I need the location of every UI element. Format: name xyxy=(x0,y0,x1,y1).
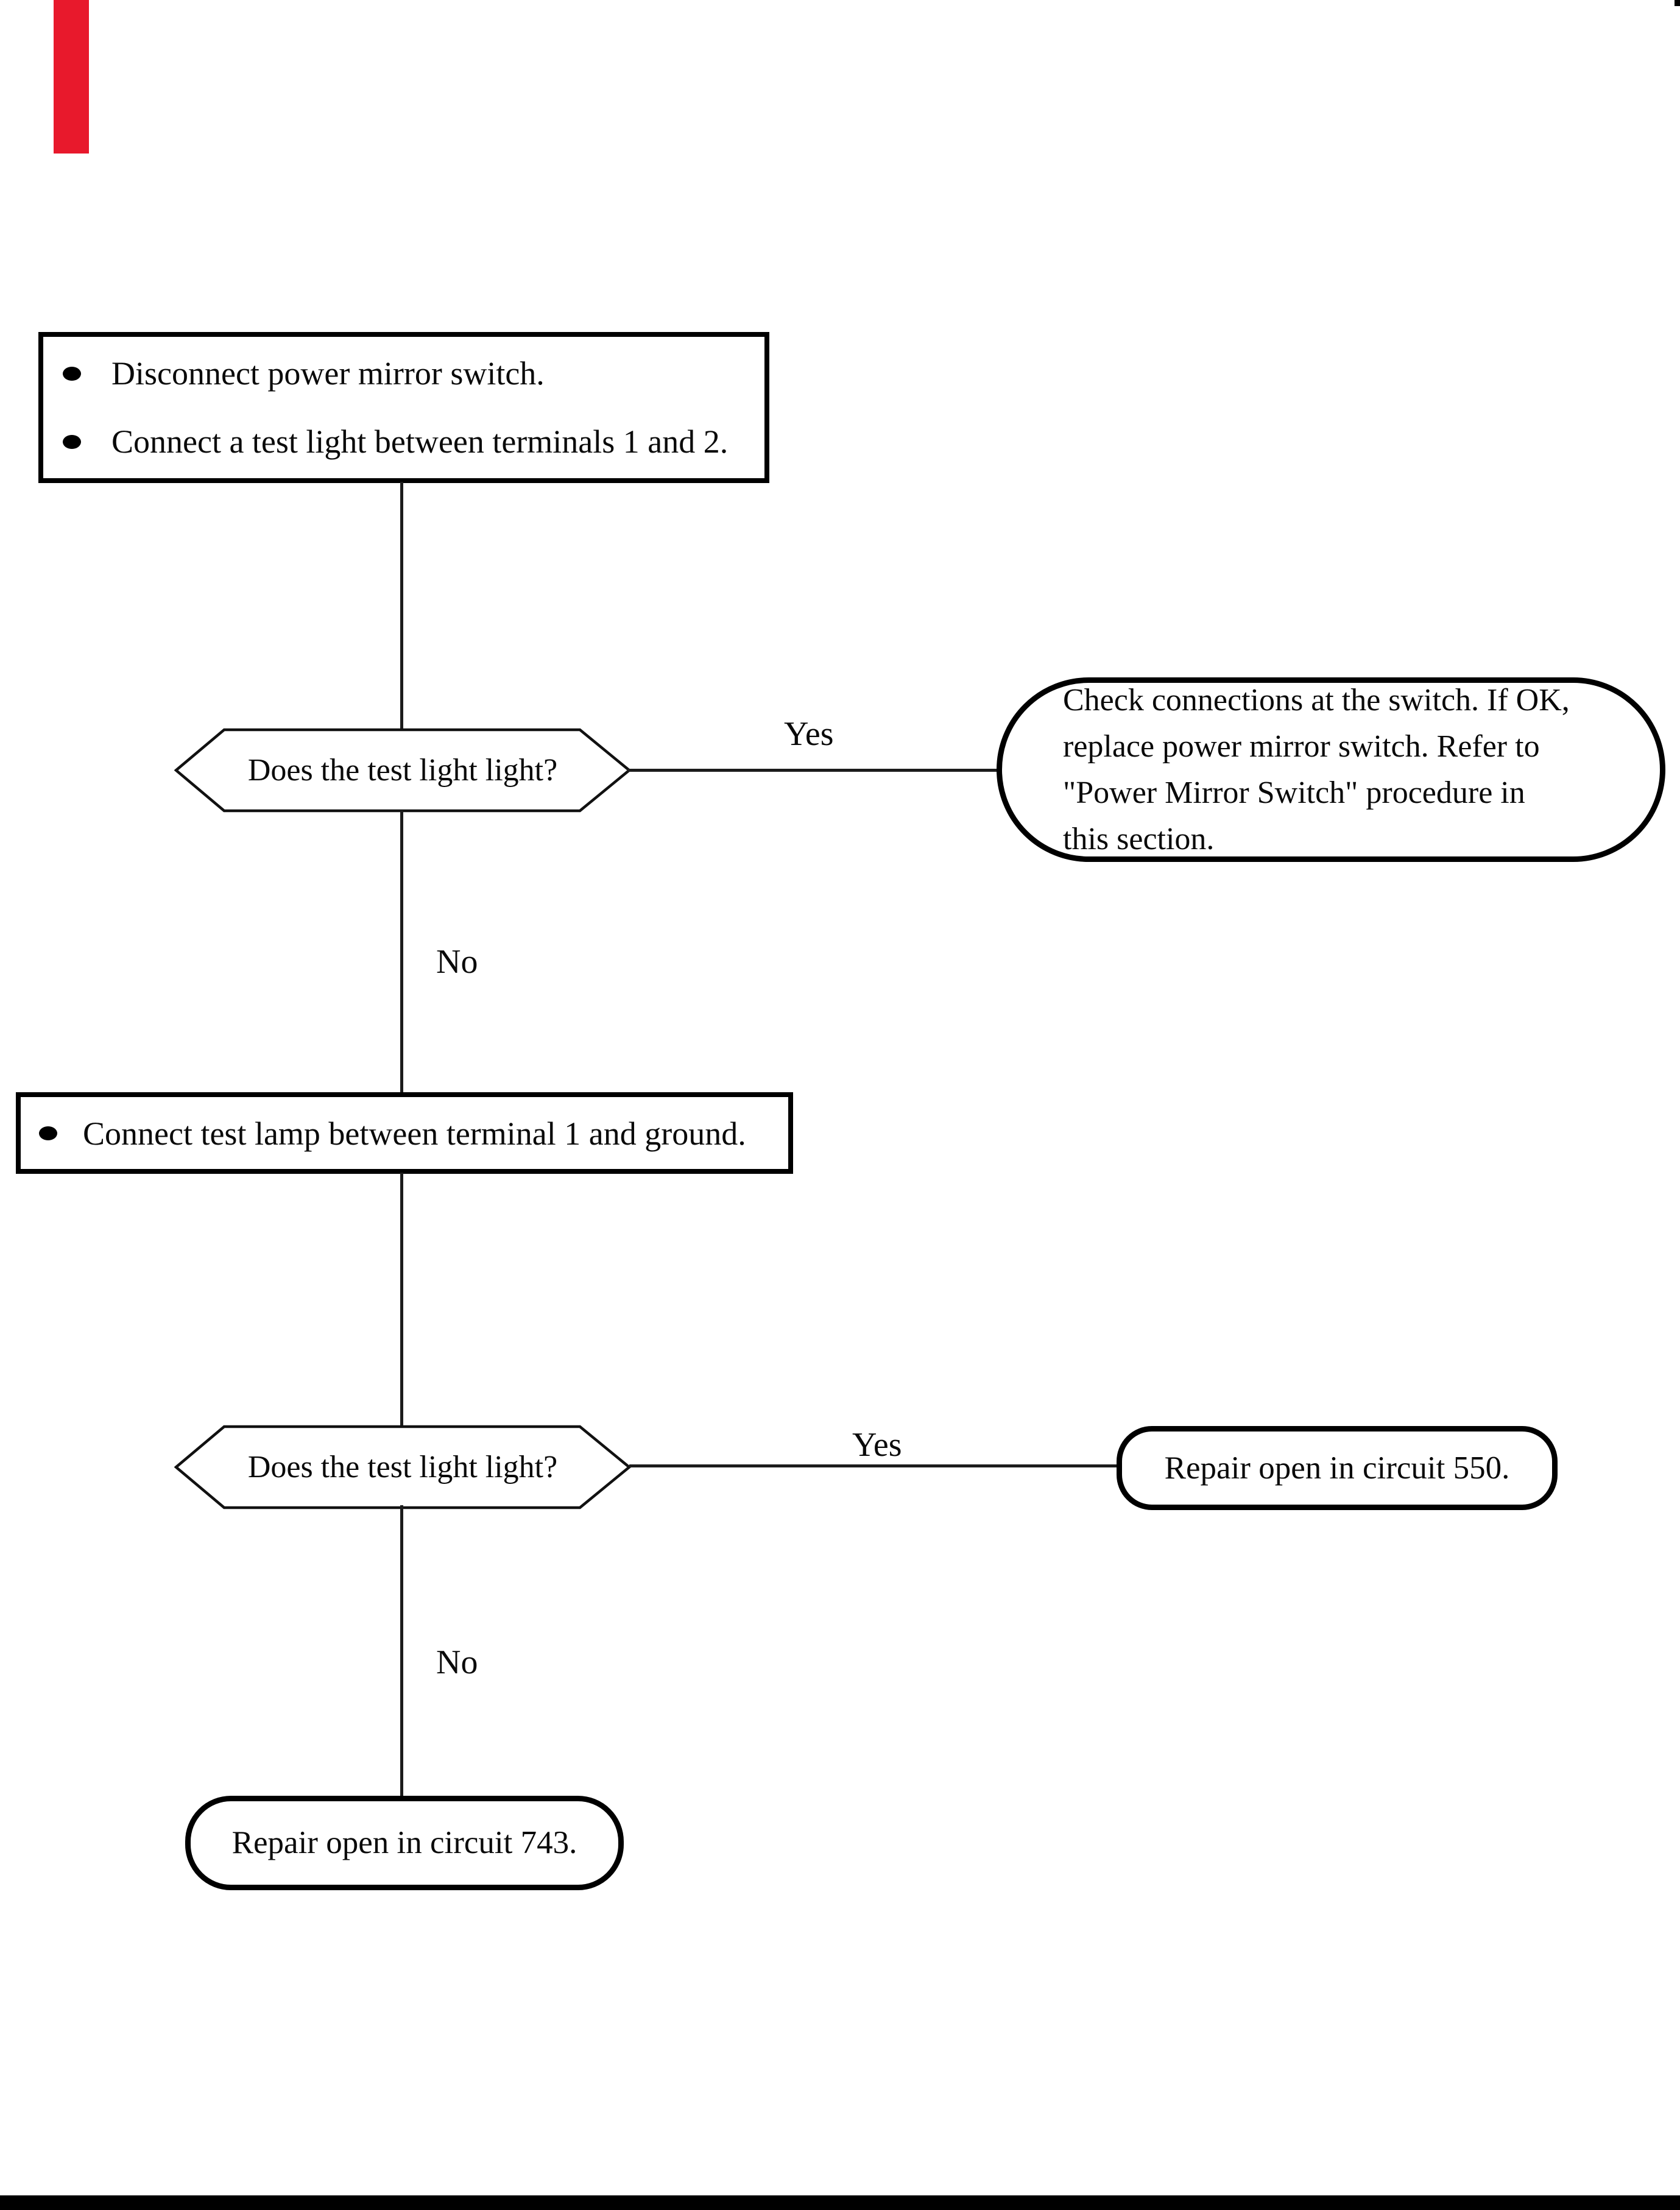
no-label-2: No xyxy=(436,1643,478,1681)
connector-decision1-yes xyxy=(627,769,1002,772)
decision2-question: Does the test light light? xyxy=(247,1449,558,1485)
action-bubble-check-connections: Check connections at the switch. If OK, … xyxy=(997,677,1665,862)
bullet-icon xyxy=(63,367,81,381)
bullet-icon xyxy=(39,1126,57,1140)
action1-line: Check connections at the switch. If OK, xyxy=(1063,682,1570,718)
step1-bullet-text-2: Connect a test light between terminals 1… xyxy=(111,423,729,460)
bottom-edge-bar xyxy=(0,2195,1680,2210)
action1-line: this section. xyxy=(1063,821,1215,856)
action1-line: "Power Mirror Switch" procedure in xyxy=(1063,775,1525,810)
red-edge-artifact xyxy=(54,0,89,154)
step-box-1 xyxy=(38,332,769,483)
action1-line: replace power mirror switch. Refer to xyxy=(1063,729,1540,764)
decision1-question: Does the test light light? xyxy=(247,752,558,788)
connector-decision2-no xyxy=(400,1505,403,1797)
step-box-2 xyxy=(16,1092,793,1174)
connector-step1-decision1 xyxy=(400,482,403,730)
action-bubble-circuit-550: Repair open in circuit 550. xyxy=(1117,1426,1558,1510)
no-label-1: No xyxy=(436,943,478,981)
step1-bullet-text-1: Disconnect power mirror switch. xyxy=(111,355,545,392)
bullet-icon xyxy=(63,435,81,449)
step2-bullet-text-1: Connect test lamp between terminal 1 and… xyxy=(83,1115,746,1152)
yes-label-2: Yes xyxy=(852,1426,902,1464)
connector-decision1-no xyxy=(400,810,403,1093)
connector-step2-decision2 xyxy=(400,1173,403,1427)
yes-label-1: Yes xyxy=(784,715,834,753)
connector-decision2-yes xyxy=(629,1464,1118,1467)
corner-mark-top-right xyxy=(1675,0,1680,6)
action-bubble-circuit-743: Repair open in circuit 743. xyxy=(185,1796,624,1890)
